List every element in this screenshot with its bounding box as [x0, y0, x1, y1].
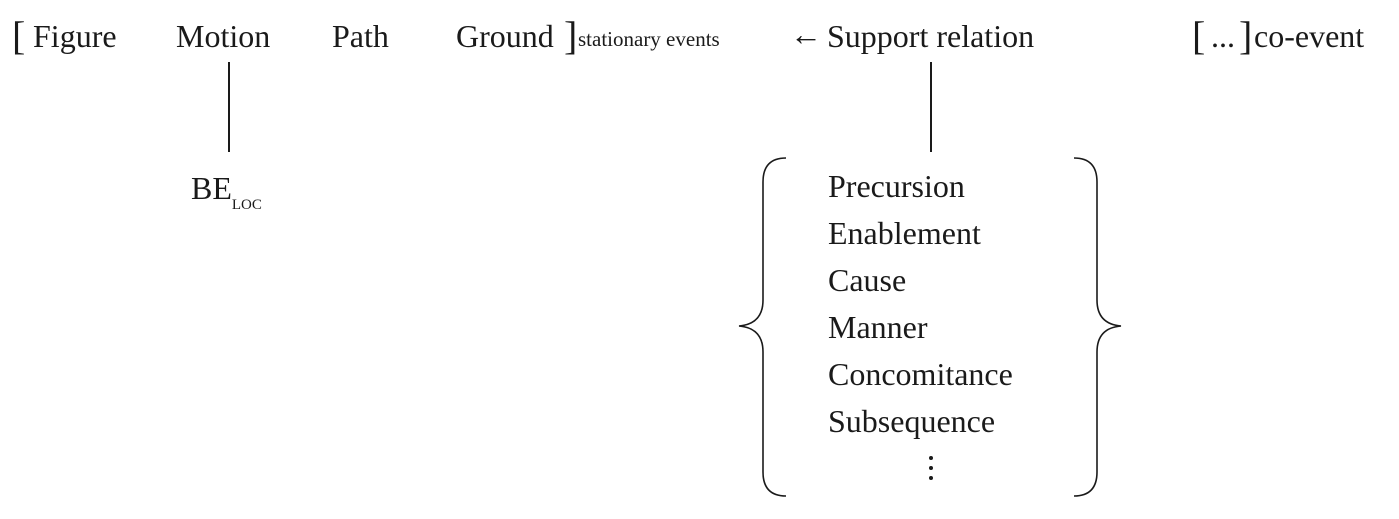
support-relation-label: Support relation [827, 18, 1035, 54]
loc-subscript: LOC [231, 197, 262, 213]
relation-item: Manner [828, 309, 928, 345]
stationary-close-bracket: ] [564, 13, 578, 58]
path-label: Path [332, 18, 389, 54]
coevent-label: co-event [1254, 18, 1365, 54]
ground-label: Ground [456, 18, 554, 54]
relation-item: Precursion [828, 168, 965, 204]
relation-item: Cause [828, 262, 907, 298]
vertical-ellipsis-icon [929, 456, 935, 486]
left-curly-brace [738, 157, 787, 497]
stationary-open-bracket: [ [12, 13, 26, 58]
coevent-open-bracket: [ [1192, 13, 1206, 58]
stationary-events-subscript: stationary events [578, 27, 720, 51]
left-arrow-icon: ← [790, 16, 822, 52]
relation-item: Enablement [828, 215, 981, 251]
motion-label: Motion [176, 18, 271, 54]
relation-item: Subsequence [828, 403, 996, 439]
be-main-text: BE [191, 170, 232, 206]
relation-item: Concomitance [828, 356, 1013, 392]
coevent-ellipsis: ... [1211, 18, 1235, 54]
figure-label: Figure [33, 18, 117, 54]
right-curly-brace [1073, 157, 1122, 497]
be-loc-label: BELOC [191, 170, 262, 213]
coevent-close-bracket: ] [1239, 13, 1253, 58]
